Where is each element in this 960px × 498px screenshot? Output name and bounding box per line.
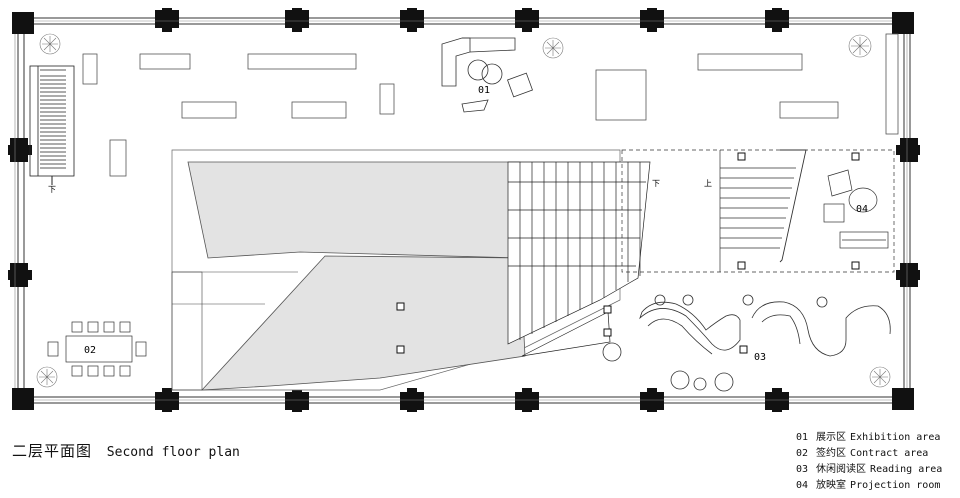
floor-plan-drawing: 下 01: [8, 8, 920, 412]
legend-zh: 放映室: [816, 480, 847, 491]
legend-zh: 休闲阅读区: [816, 464, 867, 475]
contract-table: [47, 321, 147, 377]
legend-number: 01: [796, 432, 809, 443]
legend-number: 03: [796, 464, 809, 475]
legend-zh: 展示区: [816, 432, 847, 443]
plan-title: 二层平面图 Second floor plan: [12, 440, 240, 461]
stair-arrow-left: 下: [48, 185, 56, 194]
exhibit-plinths: [82, 33, 899, 177]
reading-sofas: [602, 294, 891, 392]
columns: [8, 8, 920, 412]
zone-03-label: 03: [754, 352, 766, 363]
zone-02-label: 02: [84, 345, 96, 356]
legend-number: 02: [796, 448, 809, 459]
left-stair: [29, 65, 75, 185]
plan-title-en: Second floor plan: [106, 445, 240, 460]
projection-room: [621, 149, 895, 273]
stair-arrow-up: 上: [704, 179, 712, 188]
legend-en: Contract area: [850, 448, 929, 459]
zone-01-label: 01: [478, 85, 490, 96]
windows: [14, 20, 908, 401]
stair-arrow-center: 下: [652, 179, 660, 188]
column-markers: [396, 152, 860, 354]
legend-en: Projection room: [850, 480, 941, 491]
plan-title-zh: 二层平面图: [12, 442, 93, 460]
tiered-steps: [507, 161, 651, 357]
legend-number: 04: [796, 480, 809, 491]
legend-en: Exhibition area: [850, 432, 941, 443]
legend-zh: 签约区: [816, 448, 847, 459]
plants: [36, 33, 891, 388]
zone-04-label: 04: [856, 204, 868, 215]
legend-en: Reading area: [870, 464, 943, 475]
exterior-wall: [17, 17, 911, 404]
exhibition-sofa: [441, 37, 533, 113]
